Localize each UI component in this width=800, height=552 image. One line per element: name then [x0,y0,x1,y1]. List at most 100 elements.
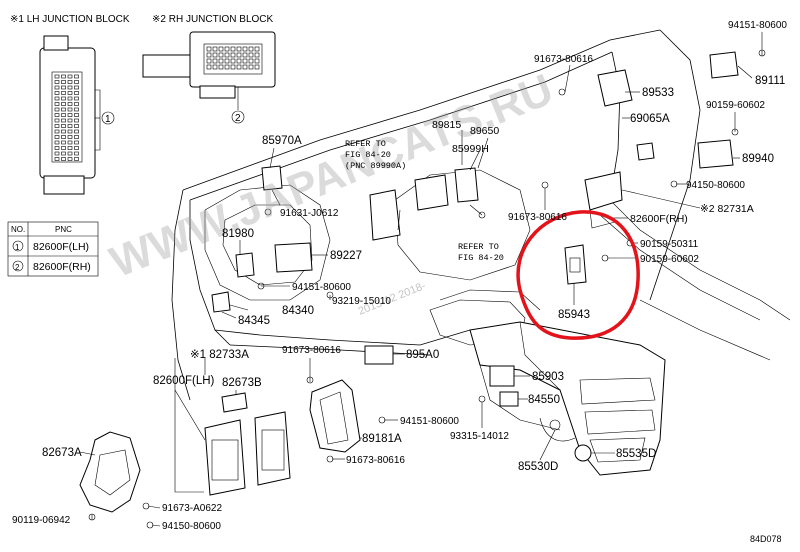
connector-pin [61,118,66,123]
connector-pin [248,46,254,52]
connector-pin [206,64,212,70]
connector-pin [74,85,79,90]
part-85943: 85943 [558,309,590,321]
refer-1-line1: REFER TO [345,139,386,149]
pnc-row1-pnc: 82600F(LH) [33,241,89,253]
connector-pin [242,46,248,52]
lh-junction-block [39,35,115,195]
connector-pin [67,74,73,79]
part-82600f-lh: 82600F(LH) [153,375,215,387]
part-84345: 84345 [238,315,270,327]
connector-pin [74,151,79,156]
connector-pin [212,58,218,64]
connector-pin [224,64,230,70]
connector-pin [54,102,60,106]
connector-pin [61,113,66,117]
connector-pin [230,64,236,70]
part-82673b: 82673B [222,377,262,389]
connector-pin [61,91,66,95]
part-85970a: 85970A [262,135,302,147]
connector-pin [74,96,79,101]
part-82731a: ※2 82731A [700,203,754,215]
connector-pin [67,124,73,128]
connector-pin [254,64,260,70]
part-82673a: 82673A [42,447,82,459]
rh-junction-block [142,31,276,124]
connector-pin [67,107,73,112]
connector-pin [54,96,60,101]
connector-pin [67,146,73,150]
connector-pin [74,140,79,145]
part-94150-80600-bot: 94150-80600 [162,521,221,532]
part-94150-80600-right: 94150-80600 [686,180,745,191]
connector-pin [61,85,66,90]
part-90159-60602-top: 90159-60602 [706,100,765,111]
part-69065a: 69065A [630,113,670,125]
connector-pin [230,58,236,64]
connector-pin [54,107,60,112]
connector-pin [242,64,248,70]
connector-pin [54,129,60,134]
connector-pin [218,46,224,52]
connector-pin [54,80,60,84]
part-85530d: 85530D [518,461,558,473]
pnc-table [7,221,99,277]
part-82733a: ※1 82733A [190,349,249,361]
connector-pin [67,118,73,123]
part-89940: 89940 [742,153,774,165]
connector-pin [248,58,254,64]
connector-pin [67,102,73,106]
connector-pin [67,135,73,139]
connector-pin [212,64,218,70]
connector-pin [61,96,66,101]
connector-pin [67,96,73,101]
connector-pin [74,124,79,128]
connector-pin [224,58,230,64]
connector-pin [54,135,60,139]
leader-lines [79,32,763,527]
connector-pin [206,52,212,58]
part-84550: 84550 [528,394,560,406]
connector-pin [61,146,66,150]
part-89111: 89111 [755,75,785,87]
connector-pin [61,124,66,128]
part-91631-j0612: 91631-J0612 [280,208,339,219]
connector-pin [67,129,73,134]
connector-pin [67,140,73,145]
connector-pin [54,74,60,79]
connector-pin [218,52,224,58]
connector-pin [74,80,79,84]
connector-pin [74,74,79,79]
connector-pin [61,151,66,156]
connector-pin [74,118,79,123]
part-82600f-rh: 82600F(RH) [630,213,688,225]
part-895a0: 895A0 [406,349,439,361]
part-89650: 89650 [470,125,499,137]
connector-pin [74,157,79,161]
part-81980: 81980 [222,228,254,240]
connector-pin [236,52,242,58]
connector-pin [74,102,79,106]
connector-pin [54,146,60,150]
connector-pin [54,140,60,145]
part-91673-80616-mid: 91673-80616 [508,212,567,223]
connector-pin [74,107,79,112]
connector-pin [236,58,242,64]
connector-pin [248,64,254,70]
connector-pin [67,113,73,117]
connector-pin [61,102,66,106]
connector-pin [242,58,248,64]
part-90119-06942: 90119-06942 [12,515,71,526]
connector-pin [54,91,60,95]
part-91673-80616-top: 91673-80616 [534,54,593,65]
connector-pin [212,46,218,52]
part-91673-a0622: 91673-A0622 [162,503,222,514]
refer-2-line2: FIG 84-20 [458,253,504,263]
rh-block-heading: ※2 RH JUNCTION BLOCK [152,14,274,25]
connector-pin [254,46,260,52]
connector-pin [224,52,230,58]
part-94151-80600-top: 94151-80600 [728,20,787,31]
connector-pin [67,85,73,90]
